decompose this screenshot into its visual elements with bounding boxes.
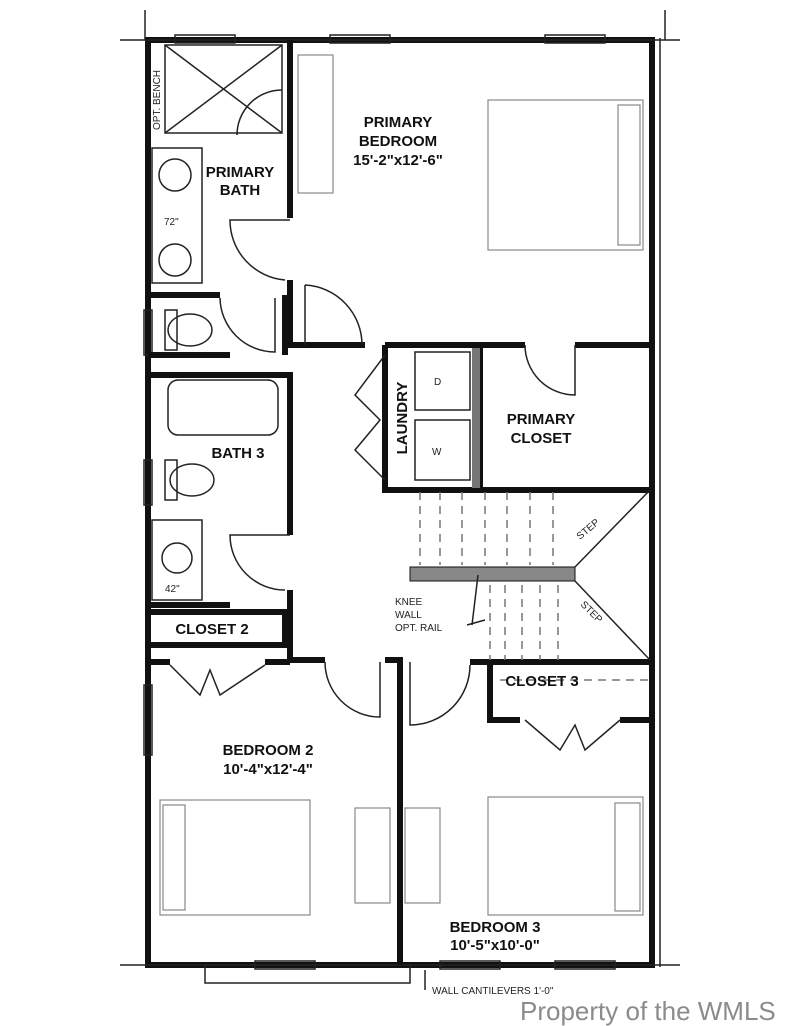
primary-bedroom-size: 15'-2"x12'-6": [353, 152, 443, 169]
dryer-label: D: [434, 377, 441, 388]
cantilever-note: WALL CANTILEVERS 1'-0": [432, 986, 554, 997]
washer-label: W: [432, 447, 442, 458]
knee-wall-note: KNEE: [395, 597, 423, 608]
primary-bath-label: PRIMARY: [206, 164, 275, 181]
sink: [158, 158, 192, 192]
windows: [143, 34, 616, 970]
watermark: Property of the WMLS: [520, 996, 776, 1026]
laundry-label: LAUNDRY: [394, 382, 411, 455]
washer: [414, 419, 471, 481]
bath3-label: BATH 3: [211, 445, 264, 462]
closet3-label: CLOSET 3: [505, 673, 578, 690]
closet2-label: CLOSET 2: [175, 621, 248, 638]
vanity-size: 72": [164, 217, 179, 228]
dresser: [297, 54, 334, 194]
primary-bedroom-label: PRIMARY: [364, 114, 433, 131]
bed: [487, 796, 644, 916]
doors: [169, 219, 621, 752]
toilet: [167, 313, 213, 347]
primary-closet-label: PRIMARY: [507, 411, 576, 428]
interior-walls: [148, 40, 652, 965]
stairs: [409, 489, 651, 681]
bedroom2-size: 10'-4"x12'-4": [223, 761, 313, 778]
step-label: STEP: [578, 599, 604, 625]
bed: [487, 99, 644, 251]
dryer: [414, 351, 471, 411]
tub: [167, 379, 279, 436]
vanity: [151, 519, 203, 601]
primary-bedroom-label: BEDROOM: [359, 133, 437, 150]
sink: [158, 243, 192, 277]
step-label: STEP: [575, 517, 602, 542]
bedroom3-label: BEDROOM 3: [450, 919, 541, 936]
bedroom3-size: 10'-5"x10'-0": [450, 937, 540, 954]
opt-bench-label: OPT. BENCH: [152, 70, 163, 130]
bedroom2-label: BEDROOM 2: [223, 742, 314, 759]
fixtures: [151, 44, 644, 916]
shower: [164, 44, 283, 134]
knee-wall-note: WALL: [395, 610, 422, 621]
vanity-size: 42": [165, 584, 180, 595]
knee-wall-note: OPT. RAIL: [395, 623, 443, 634]
toilet: [169, 463, 215, 497]
bed: [159, 799, 311, 916]
sink: [161, 542, 193, 574]
primary-closet-label: CLOSET: [511, 430, 572, 447]
primary-bath-label: BATH: [220, 182, 261, 199]
vanity: [151, 147, 203, 284]
